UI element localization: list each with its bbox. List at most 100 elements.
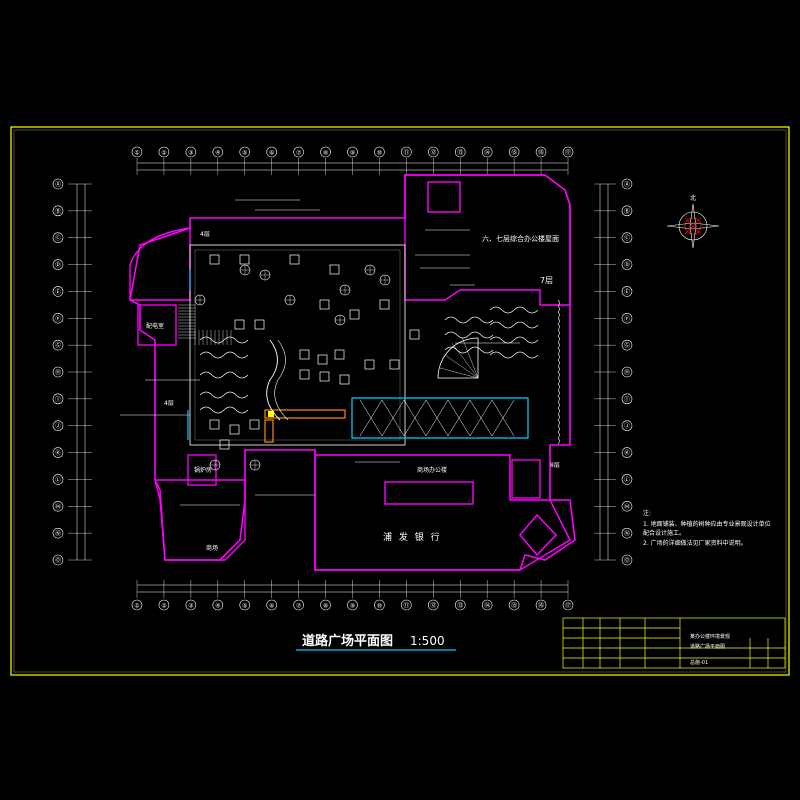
planter-box — [319, 299, 330, 310]
bank-side-block — [511, 459, 541, 499]
grid-row-bubble — [621, 554, 633, 566]
grid-row-label: Ⓜ — [624, 503, 630, 511]
grid-row-label: Ⓓ — [55, 261, 61, 269]
notes-heading: 注: — [643, 509, 651, 517]
grid-row-bubble — [52, 474, 64, 485]
hedge-segment — [557, 419, 560, 427]
title-block — [562, 617, 786, 669]
hedge-segment — [557, 389, 560, 397]
grid-col-bubble — [454, 146, 466, 158]
grid-row-label: Ⓐ — [55, 181, 61, 189]
grid-col-bubble — [293, 599, 304, 611]
grid-col-bubble — [320, 599, 331, 611]
planter-box — [349, 309, 360, 320]
garden-path — [266, 339, 281, 421]
grid-row-label: Ⓔ — [624, 288, 630, 296]
hedge-segment — [557, 437, 560, 445]
grid-col-label: ⑨ — [350, 603, 355, 610]
grid-col-label: ⑪ — [403, 149, 409, 157]
tower-label: 六、七层综合办公楼屋面 — [482, 234, 559, 243]
planter-box — [289, 254, 300, 265]
grid-col-label: ⑤ — [242, 603, 247, 610]
grid-row-bubble — [52, 339, 64, 351]
grid-col-bubble — [158, 146, 170, 158]
hedge-segment — [557, 317, 560, 325]
grid-row-bubble — [52, 232, 64, 244]
grid-row-label: Ⓒ — [55, 234, 61, 242]
grid-col-label: ⑦ — [296, 150, 302, 157]
bank-label: 浦 发 银 行 — [383, 531, 442, 543]
grid-col-bubble — [239, 599, 251, 611]
planter-box — [409, 329, 420, 340]
grid-col-bubble — [562, 599, 574, 611]
grid-row-label: Ⓝ — [55, 530, 61, 538]
grid-row-label: Ⓔ — [55, 288, 61, 296]
grid-col-bubble — [401, 599, 412, 611]
grid-row-bubble — [52, 447, 64, 458]
hedge-segment — [557, 371, 560, 379]
hedge-segment — [557, 431, 560, 439]
tower-block — [427, 181, 461, 213]
grid-col-label: ⑫ — [430, 149, 436, 157]
grid-row-bubble — [52, 286, 64, 297]
grid-col-bubble — [347, 146, 358, 158]
grid-row-label: Ⓚ — [624, 449, 630, 457]
grid-col-label: ④ — [215, 603, 220, 610]
hedge-segment — [557, 323, 560, 331]
hedge-segment — [557, 329, 560, 337]
grid-row-label: Ⓝ — [624, 530, 630, 538]
floor4-label: 4层 — [200, 231, 210, 238]
grid-row-bubble — [52, 420, 64, 432]
yellow-marker — [268, 411, 274, 417]
grid-row-label: Ⓕ — [55, 315, 61, 323]
hedge-segment — [557, 425, 560, 433]
hedge-segment — [557, 395, 560, 403]
tree-cross — [285, 295, 295, 305]
grid-col-bubble — [239, 146, 251, 158]
water-feature — [351, 397, 529, 439]
grid-col-label: ⑰ — [565, 149, 571, 157]
planter-box — [254, 319, 265, 330]
grid-col-bubble — [562, 146, 574, 158]
planter-box — [239, 254, 250, 265]
grid-col-label: ③ — [188, 603, 193, 610]
grid-row-bubble — [621, 393, 633, 405]
title-text: 道路广场平面图 — [302, 633, 393, 649]
grid-col-label: ⑩ — [377, 150, 382, 157]
grid-col-bubble — [131, 146, 143, 158]
grid-row-bubble — [52, 500, 64, 512]
paving-wave — [489, 321, 539, 329]
hedge-segment — [557, 377, 560, 385]
grid-col-bubble — [428, 146, 439, 158]
grid-row-label: Ⓛ — [624, 476, 630, 484]
grid-row-label: Ⓞ — [624, 557, 630, 565]
grid-row-label: Ⓜ — [55, 503, 61, 511]
grid-col-label: ⑪ — [403, 602, 409, 610]
hedge-segment — [557, 299, 560, 307]
planter-box — [319, 371, 330, 382]
grid-row-label: Ⓖ — [624, 342, 630, 350]
grid-row-bubble — [52, 554, 64, 566]
grid-row-label: Ⓗ — [624, 369, 630, 377]
grid-row-label: Ⓘ — [624, 395, 630, 403]
grid-col-bubble — [508, 146, 520, 158]
grid-col-bubble — [481, 146, 493, 158]
grid-col-bubble — [131, 599, 143, 611]
bank-building — [314, 454, 571, 571]
tower-shape — [404, 174, 571, 306]
paving-wave — [199, 371, 249, 379]
title-scale: 1:500 — [410, 634, 445, 648]
grid-row-bubble — [621, 232, 633, 244]
planter-box — [209, 419, 220, 430]
grid-col-label: ② — [161, 150, 167, 157]
tree-cross — [365, 265, 375, 275]
grid-row-bubble — [621, 178, 633, 190]
grid-col-bubble — [320, 146, 331, 158]
grid-row-bubble — [621, 366, 633, 378]
planter-box — [229, 424, 240, 435]
glass-diagonals — [359, 399, 515, 437]
grid-row-bubble — [52, 366, 64, 378]
grid-row-bubble — [621, 339, 633, 351]
grid-col-bubble — [185, 146, 197, 158]
